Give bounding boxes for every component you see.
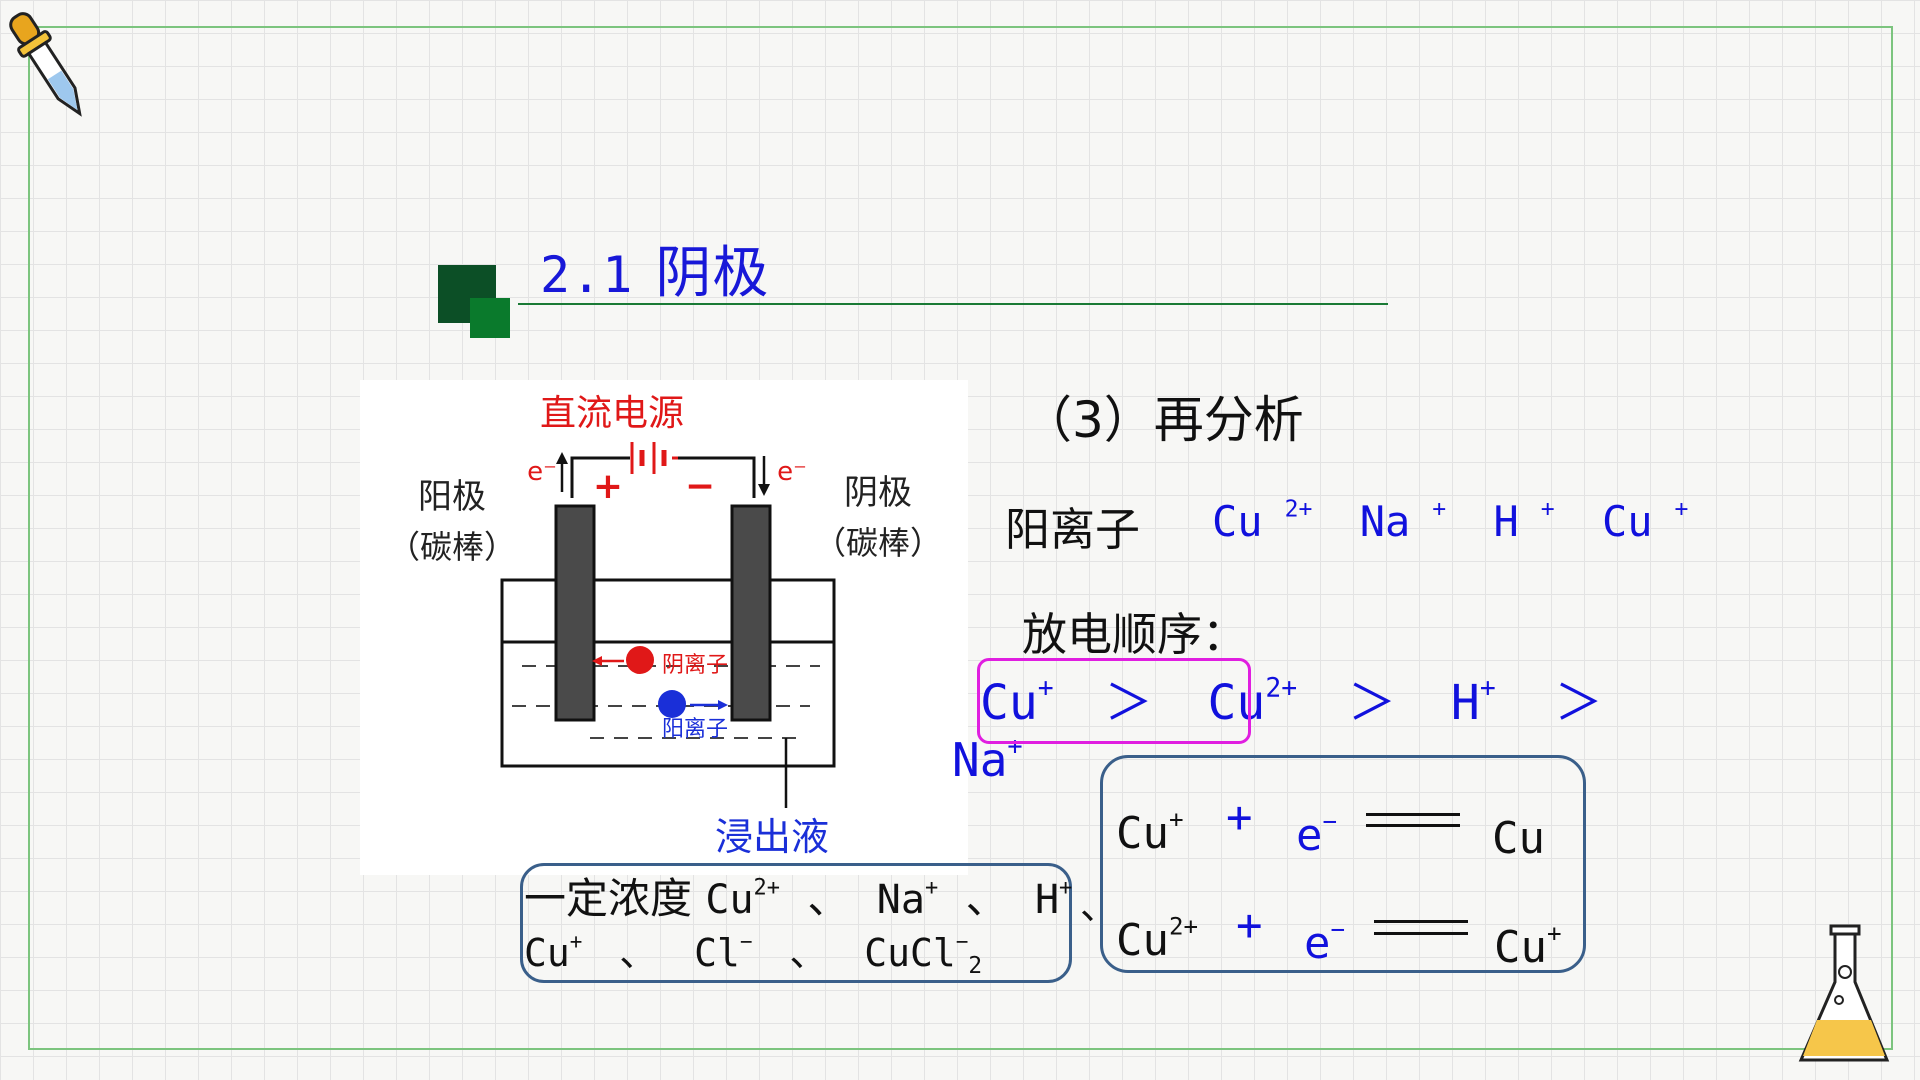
cathode-sub-label: （碳棒） [814,524,942,562]
flask-icon [1798,924,1890,1062]
title-square-light [470,298,510,338]
concentration-box [520,863,1072,983]
electrolysis-diagram: 直流电源 + − e⁻ e⁻ 阳极 （碳棒） 阴极 （碳棒） [388,393,942,859]
equation-1-plus: + [1226,792,1253,843]
highlight-box [977,658,1251,744]
equation-2-equals-top [1374,920,1468,923]
cation-dot [658,690,686,718]
electrolysis-figure: 直流电源 + − e⁻ e⁻ 阳极 （碳棒） 阴极 （碳棒） [360,380,968,875]
cation-row-label: 阳离子 [1005,503,1141,556]
equation-2: Cu2+ [1116,912,1199,966]
equation-1-product: Cu [1492,813,1545,864]
liquid-label: 浸出液 [715,815,829,859]
cation-item: H+ [1493,496,1555,546]
subsection-heading: （3）再分析 [1022,391,1304,449]
section-title: 2.1 阴极 [540,228,769,309]
anode-label: 阳极 [418,477,486,517]
discharge-item: Cu2+ [1207,672,1298,731]
section-title-text: 阴极 [655,241,770,306]
electron-left: e⁻ [527,457,557,487]
gt-symbol: ＞ [1348,675,1397,731]
plus-sign: + [593,466,623,507]
trailing-separator: 、 [1080,884,1119,928]
equations-box [1100,755,1586,973]
title-underline [518,303,1388,305]
equation-2-plus: + [1236,900,1263,951]
dropper-icon [9,12,82,117]
equation-2-equals-bottom [1374,932,1468,935]
cathode-label: 阴极 [844,473,912,513]
equation-1-electron: e− [1296,807,1338,861]
concentration-line-1: 一定浓度 Cu2+ 、 Na+ 、 H+ [524,874,1073,923]
electron-right: e⁻ [777,457,807,487]
anode-sub-label: （碳棒） [388,528,516,566]
cation-item: Na+ [1359,496,1447,546]
slide-frame [28,26,1893,1050]
cation-item: Cu+ [1601,496,1689,546]
gt-symbol: ＞ [1554,675,1603,731]
minus-sign: − [685,466,715,507]
discharge-sequence: Cu+ ＞ Cu2+ ＞ H+ ＞ [980,663,1603,733]
discharge-order-label: 放电顺序： [1022,608,1248,661]
equation-1-equals-bottom [1366,824,1460,827]
cation-label: 阳离子 [662,717,728,742]
section-number: 2.1 [540,246,634,304]
discharge-item: Cu+ [980,672,1054,731]
equation-1: Cu+ [1116,805,1184,859]
anion-label: 阴离子 [662,653,728,678]
equation-2-electron: e− [1304,915,1346,969]
gt-symbol: ＞ [1104,675,1153,731]
equation-1-equals-top [1366,813,1460,816]
anion-dot [626,646,654,674]
concentration-line-2: Cu+ 、 Cl− 、 CuCl−2 [524,929,983,979]
equation-2-product: Cu+ [1494,919,1562,973]
discharge-item: H+ [1450,672,1496,731]
power-label: 直流电源 [540,393,684,434]
